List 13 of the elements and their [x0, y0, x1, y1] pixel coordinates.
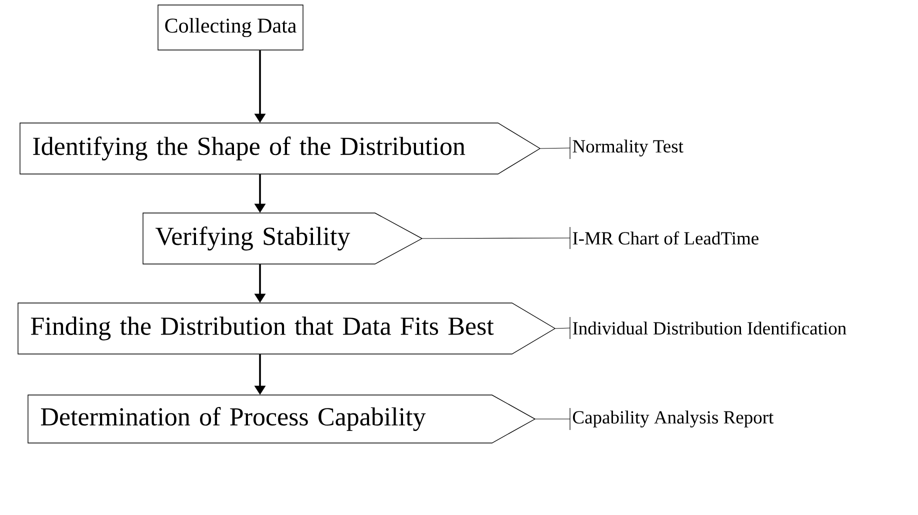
step-arrow-box: Determination of Process Capability	[28, 394, 536, 444]
process-box: Collecting Data	[158, 4, 304, 50]
connector-line	[422, 238, 570, 239]
connector-line	[540, 148, 570, 149]
step-arrow-box: Identifying the Shape of the Distribution	[20, 122, 541, 174]
tool-label: I-MR Chart of LeadTime	[570, 226, 758, 250]
connector-line	[535, 418, 570, 420]
step-arrow-box: Verifying Stability	[142, 212, 423, 264]
tool-label: Individual Distribution Identification	[570, 316, 846, 340]
connector-line	[555, 328, 570, 329]
step-arrow-box: Finding the Distribution that Data Fits Best	[18, 302, 556, 354]
tool-label: Normality Test	[570, 136, 684, 160]
tool-label: Capability Analysis Report	[570, 408, 774, 430]
